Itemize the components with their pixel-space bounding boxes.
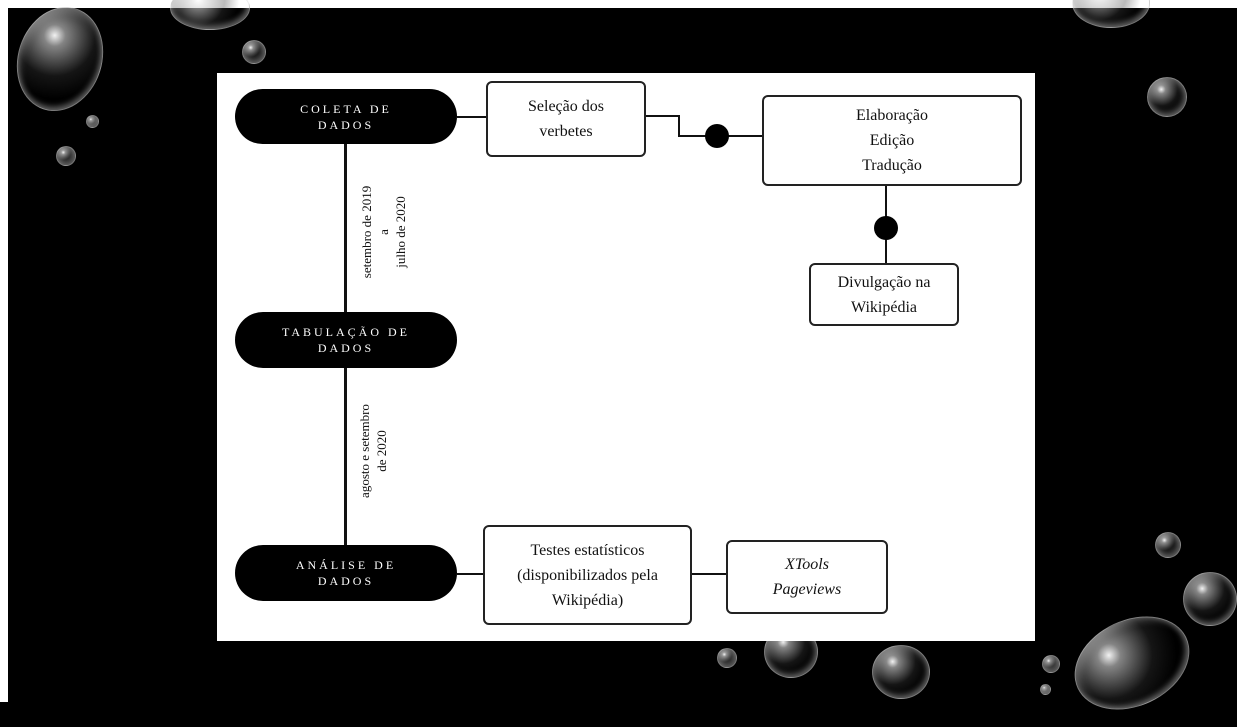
bubble-decoration <box>170 0 250 30</box>
connector-line <box>457 116 487 118</box>
box-entry-selection: Seleção dos verbetes <box>486 81 646 157</box>
stage-data-tabulation: TABULAÇÃO DE DADOS <box>235 312 457 368</box>
diagram-canvas: COLETA DE DADOS TABULAÇÃO DE DADOS ANÁLI… <box>217 73 1035 641</box>
bubble-decoration <box>1040 684 1051 695</box>
bubble-decoration <box>3 0 117 123</box>
bubble-decoration <box>56 146 76 166</box>
box-elaboration: Elaboração Edição Tradução <box>762 95 1022 186</box>
left-border <box>0 0 8 702</box>
bubble-decoration <box>1042 655 1060 673</box>
box-xtools-pageviews: XTools Pageviews <box>726 540 888 614</box>
connector-line <box>645 115 679 117</box>
top-border <box>0 0 1237 8</box>
junction-dot <box>874 216 898 240</box>
period-label-collection: setembro de 2019 a julho de 2020 <box>359 185 408 279</box>
stage-data-analysis: ANÁLISE DE DADOS <box>235 545 457 601</box>
connector-line <box>690 573 728 575</box>
bubble-decoration <box>1155 532 1181 558</box>
bubble-decoration <box>1183 572 1237 626</box>
bubble-decoration <box>1147 77 1187 117</box>
box-wikipedia-publication: Divulgação na Wikipédia <box>809 263 959 326</box>
bubble-decoration <box>717 648 737 668</box>
box-statistical-tests: Testes estatísticos (disponibilizados pe… <box>483 525 692 625</box>
period-label-tabulation: agosto e setembro de 2020 <box>357 404 389 498</box>
connector-line <box>678 115 680 137</box>
bubble-decoration <box>86 115 99 128</box>
stage-data-collection: COLETA DE DADOS <box>235 89 457 144</box>
bubble-decoration <box>872 645 930 699</box>
connector-line <box>457 573 487 575</box>
junction-dot <box>705 124 729 148</box>
bubble-decoration <box>1072 0 1150 28</box>
bubble-decoration <box>1059 598 1205 727</box>
bubble-decoration <box>242 40 266 64</box>
